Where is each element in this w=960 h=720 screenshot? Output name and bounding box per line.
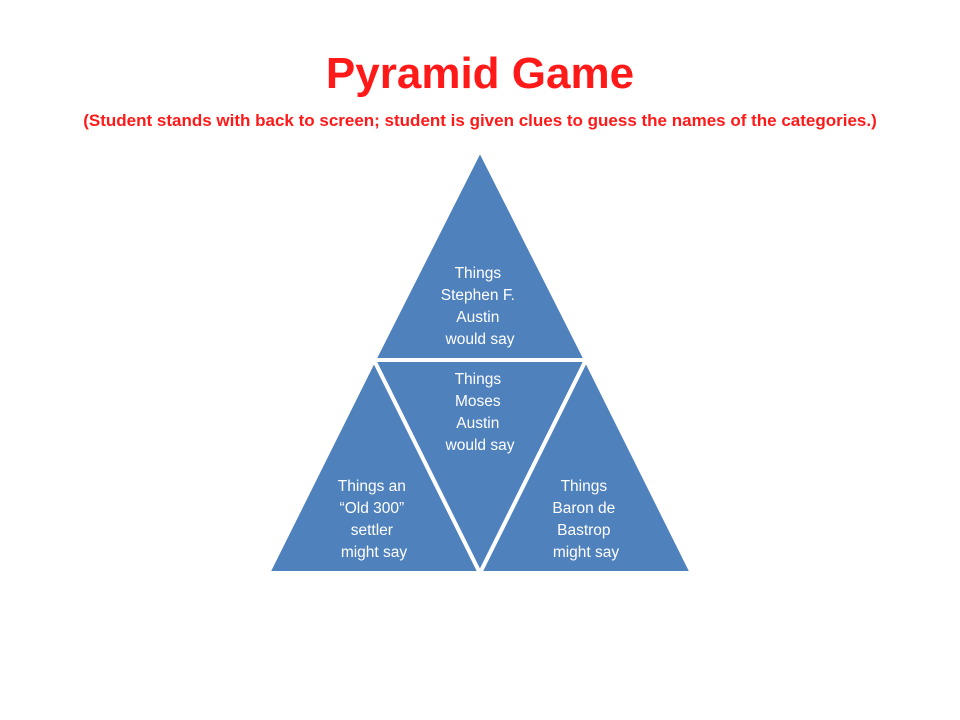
- bottom-left-triangle-label: Things an “Old 300” settler might say: [338, 478, 410, 561]
- slide-title: Pyramid Game: [325, 49, 635, 98]
- bottom-right-triangle: [476, 355, 696, 575]
- top-triangle-label: Things Stephen F. Austin would say: [441, 265, 519, 348]
- slide-subtitle: (Student stands with back to screen; stu…: [83, 111, 877, 130]
- middle-triangle-label: Things Moses Austin would say: [445, 371, 515, 454]
- top-triangle: [370, 145, 590, 362]
- bottom-right-triangle-label: Things Baron de Bastrop might say: [552, 478, 619, 561]
